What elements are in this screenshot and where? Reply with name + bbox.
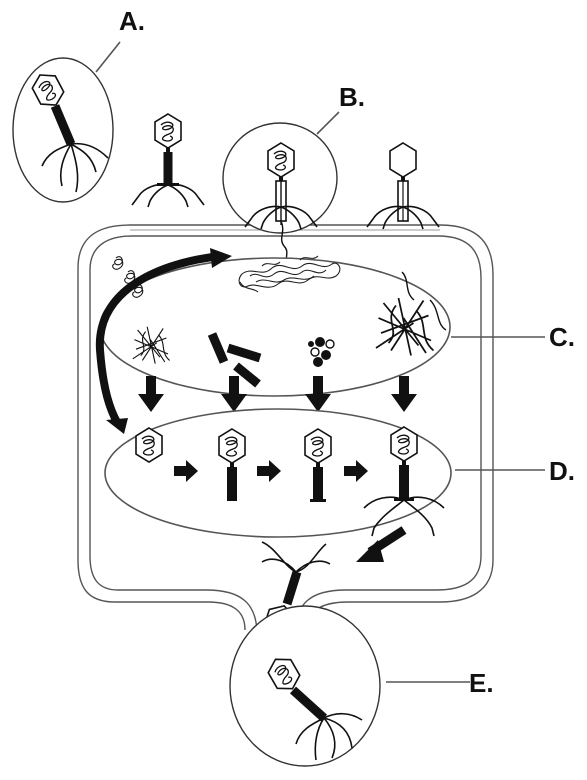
host-dna-cluster xyxy=(238,255,341,293)
label-d: D. xyxy=(549,456,575,486)
phage-attached-1 xyxy=(132,114,204,207)
label-b: B. xyxy=(339,82,365,112)
ellipse-d-assembly xyxy=(104,408,452,538)
assembly-with-baseplate xyxy=(304,428,332,502)
phage-dna-copies xyxy=(112,256,124,270)
label-a: A. xyxy=(119,6,145,36)
arrows-c-to-d xyxy=(138,376,417,412)
circle-e-release xyxy=(229,605,381,767)
arrow-to-release xyxy=(356,526,407,562)
circle-b-dna-injection xyxy=(222,122,338,261)
assembly-head-only xyxy=(135,427,163,463)
head-components xyxy=(308,337,335,367)
ellipse-c-biosynthesis xyxy=(99,255,451,397)
circle-a-phage-attachment xyxy=(12,57,114,203)
phage-empty-ghost xyxy=(366,142,440,230)
label-c: C. xyxy=(549,322,575,352)
pointer-lines xyxy=(95,41,545,683)
tail-components xyxy=(207,332,262,388)
label-e: E. xyxy=(469,668,494,698)
phage-exiting xyxy=(260,541,331,643)
assembly-complete-phage xyxy=(363,426,445,537)
curved-arrow-replication xyxy=(95,248,232,434)
assembly-head-tail xyxy=(218,428,246,501)
